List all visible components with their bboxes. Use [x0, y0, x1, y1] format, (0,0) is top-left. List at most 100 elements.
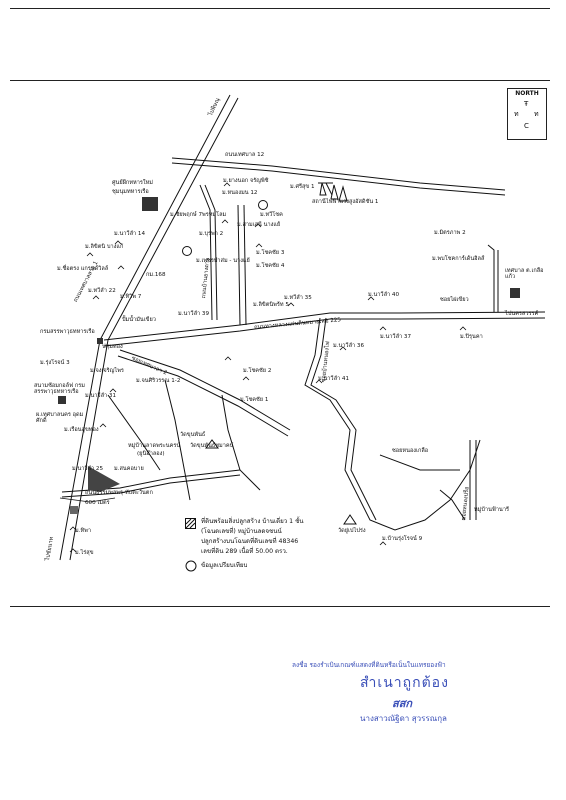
place-label: ม.นาวีลำ 31	[85, 393, 117, 399]
mid-connector-2	[243, 204, 247, 326]
place-label: ม.โชคชัย 2	[243, 368, 272, 374]
map-legend: ที่ดินพร้อมสิ่งปลูกสร้าง บ้านเดี่ยว 1 ชั…	[185, 514, 325, 598]
place-label: ปั้มน้ำมันเขียว	[122, 317, 156, 323]
road-label-12: ถนนเทศบาล 12	[225, 152, 265, 158]
place-label: ม.จนศิริวรรณ 1-2	[136, 378, 181, 384]
place-label: ม.ชัยพฤกษ์ 7พรหมโลม	[170, 212, 227, 218]
legend-line-5: ข้อมูลเปรียบเทียบ	[201, 562, 248, 569]
golf-course-icon	[58, 396, 66, 404]
place-label: ม.นาวีลำ 25	[72, 466, 104, 472]
place-label: ชุมนุมทหารเรือ	[112, 189, 149, 195]
place-label: หมู่บ้านลาดพระนครน์	[128, 443, 181, 449]
house-symbol	[99, 423, 107, 428]
place-label: ม.โชคชัย 1	[240, 397, 269, 403]
house-symbol	[69, 548, 77, 553]
place-label: ม.โชคชัย 4	[256, 263, 285, 269]
north-label: NORTH	[515, 90, 539, 97]
north-letter: ท	[514, 110, 519, 118]
soi-to-village	[119, 349, 291, 431]
place-label: ม.โชคชัย 3	[256, 250, 285, 256]
place-label: ม.ไร่สุข	[75, 550, 94, 556]
place-label: ผ.เทศบาลนคร อุดมศักดิ์	[36, 412, 84, 424]
place-label: ปทุมทอง	[102, 344, 123, 350]
road-225-b	[103, 317, 546, 347]
place-label: สนามซ้อมกอล์ฟ กรมสรรพาวุธทหารเรือ	[34, 383, 85, 395]
place-label: ม.มิตรภาพ 2	[434, 230, 466, 236]
road-label-south: ถนนธรรมพลพรุ-ทับตะวันตก	[85, 490, 153, 496]
place-label: กม.168	[146, 272, 166, 278]
soi-to-village-2	[117, 355, 289, 437]
place-label: ม.ทวีโชค	[260, 212, 283, 218]
place-label: ม.ลิขิตนิพร้ท 5	[253, 302, 289, 308]
place-label: ศูนย์ฝึกทหารใหม่	[112, 180, 153, 186]
power-tower-icon	[318, 182, 333, 196]
house-symbol	[114, 240, 122, 245]
place-label: หมู่บ้านฟ้านารี	[474, 507, 509, 513]
house-symbol	[367, 296, 375, 301]
place-label: (ยูนิฮ๊าลอง)	[137, 451, 165, 457]
power-tower-icon-3	[338, 185, 348, 202]
north-arrow: NORTH Ŧ ท ท C	[507, 88, 547, 140]
north-letter: Ŧ	[524, 100, 529, 108]
house-symbol	[459, 326, 467, 331]
power-tower-icon-2	[330, 184, 339, 200]
place-label: ม.พบโชคการ์เด้นฮิลส์	[432, 256, 485, 262]
place-label: ม.นาวีลำ 36	[333, 343, 365, 349]
mid-connector	[237, 204, 241, 326]
legend-line-4: เลขที่ดิน 289 เนื้อที่ 50.00 ตรว.	[201, 548, 288, 555]
road-12-a	[171, 157, 506, 191]
frame-bottom-rule	[10, 606, 550, 607]
legend-line-1: ที่ดินพร้อมสิ่งปลูกสร้าง บ้านเดี่ยว 1 ชั…	[201, 518, 304, 525]
place-label: ซอยหนองเกลือ	[392, 448, 429, 454]
north-connector	[199, 184, 213, 321]
south-road-b	[221, 394, 261, 491]
road-label-east2: ซอยไผ่เขียว	[440, 297, 469, 303]
house-symbol	[224, 356, 232, 361]
legend-comparison-circle	[185, 560, 197, 572]
top-rule	[10, 8, 550, 9]
place-label: ม.นาวีลำ 40	[368, 292, 400, 298]
southeast-road-2	[310, 317, 377, 521]
lower-east-road	[379, 454, 460, 471]
road-12-b	[171, 162, 506, 196]
east-spur-road	[487, 244, 495, 312]
place-label: ม.นาวีลำ 37	[380, 334, 412, 340]
temple-icon	[205, 439, 219, 449]
place-label: ม.เรือนสุขทอง	[64, 427, 99, 433]
place-label: ม.นาวีลำ 14	[114, 231, 146, 237]
house-symbol	[86, 252, 94, 257]
house-symbol	[255, 243, 263, 248]
south-road-c	[107, 394, 161, 471]
north-connector-2	[204, 184, 218, 321]
place-label: ม.ยางนอก จรัญพิชิ	[223, 178, 269, 184]
house-symbol	[223, 182, 231, 187]
south-bottom-road-2	[61, 474, 241, 498]
place-label: ม.ศรีสุข 1	[290, 184, 315, 190]
house-symbol	[92, 295, 100, 300]
road-225-a	[103, 311, 546, 341]
house-symbol	[242, 376, 250, 381]
house-symbol	[254, 223, 262, 228]
comparison-marker	[70, 506, 78, 514]
north-letter: C	[524, 122, 529, 130]
house-symbol	[379, 326, 387, 331]
house-symbol	[221, 219, 229, 224]
place-label: ม.ลิขิตนิ บางแก้	[85, 244, 124, 250]
survey-point-2	[258, 200, 268, 210]
signature: สสก	[392, 697, 413, 710]
place-label: เทศบาล ต.เกลือแก้ว	[505, 268, 544, 280]
house-symbol	[379, 541, 387, 546]
subject-property-marker	[88, 466, 120, 492]
house-symbol	[315, 379, 323, 384]
place-label: ม.บ้านรุ่งโรจน์ 9	[382, 536, 423, 542]
frame-top-rule	[10, 80, 550, 81]
certification-stamp-title: สำเนาถูกต้อง	[360, 675, 449, 691]
house-symbol	[339, 346, 347, 351]
house-symbol	[69, 526, 77, 531]
road-label-to-bkk: ไปนครสวรรค์	[505, 311, 539, 317]
place-label: ม.ทวีลำ 22	[88, 288, 116, 294]
distance-arrow	[59, 497, 116, 503]
place-label: ม.ทวีลำ 35	[284, 295, 312, 301]
military-camp-icon	[142, 197, 158, 211]
